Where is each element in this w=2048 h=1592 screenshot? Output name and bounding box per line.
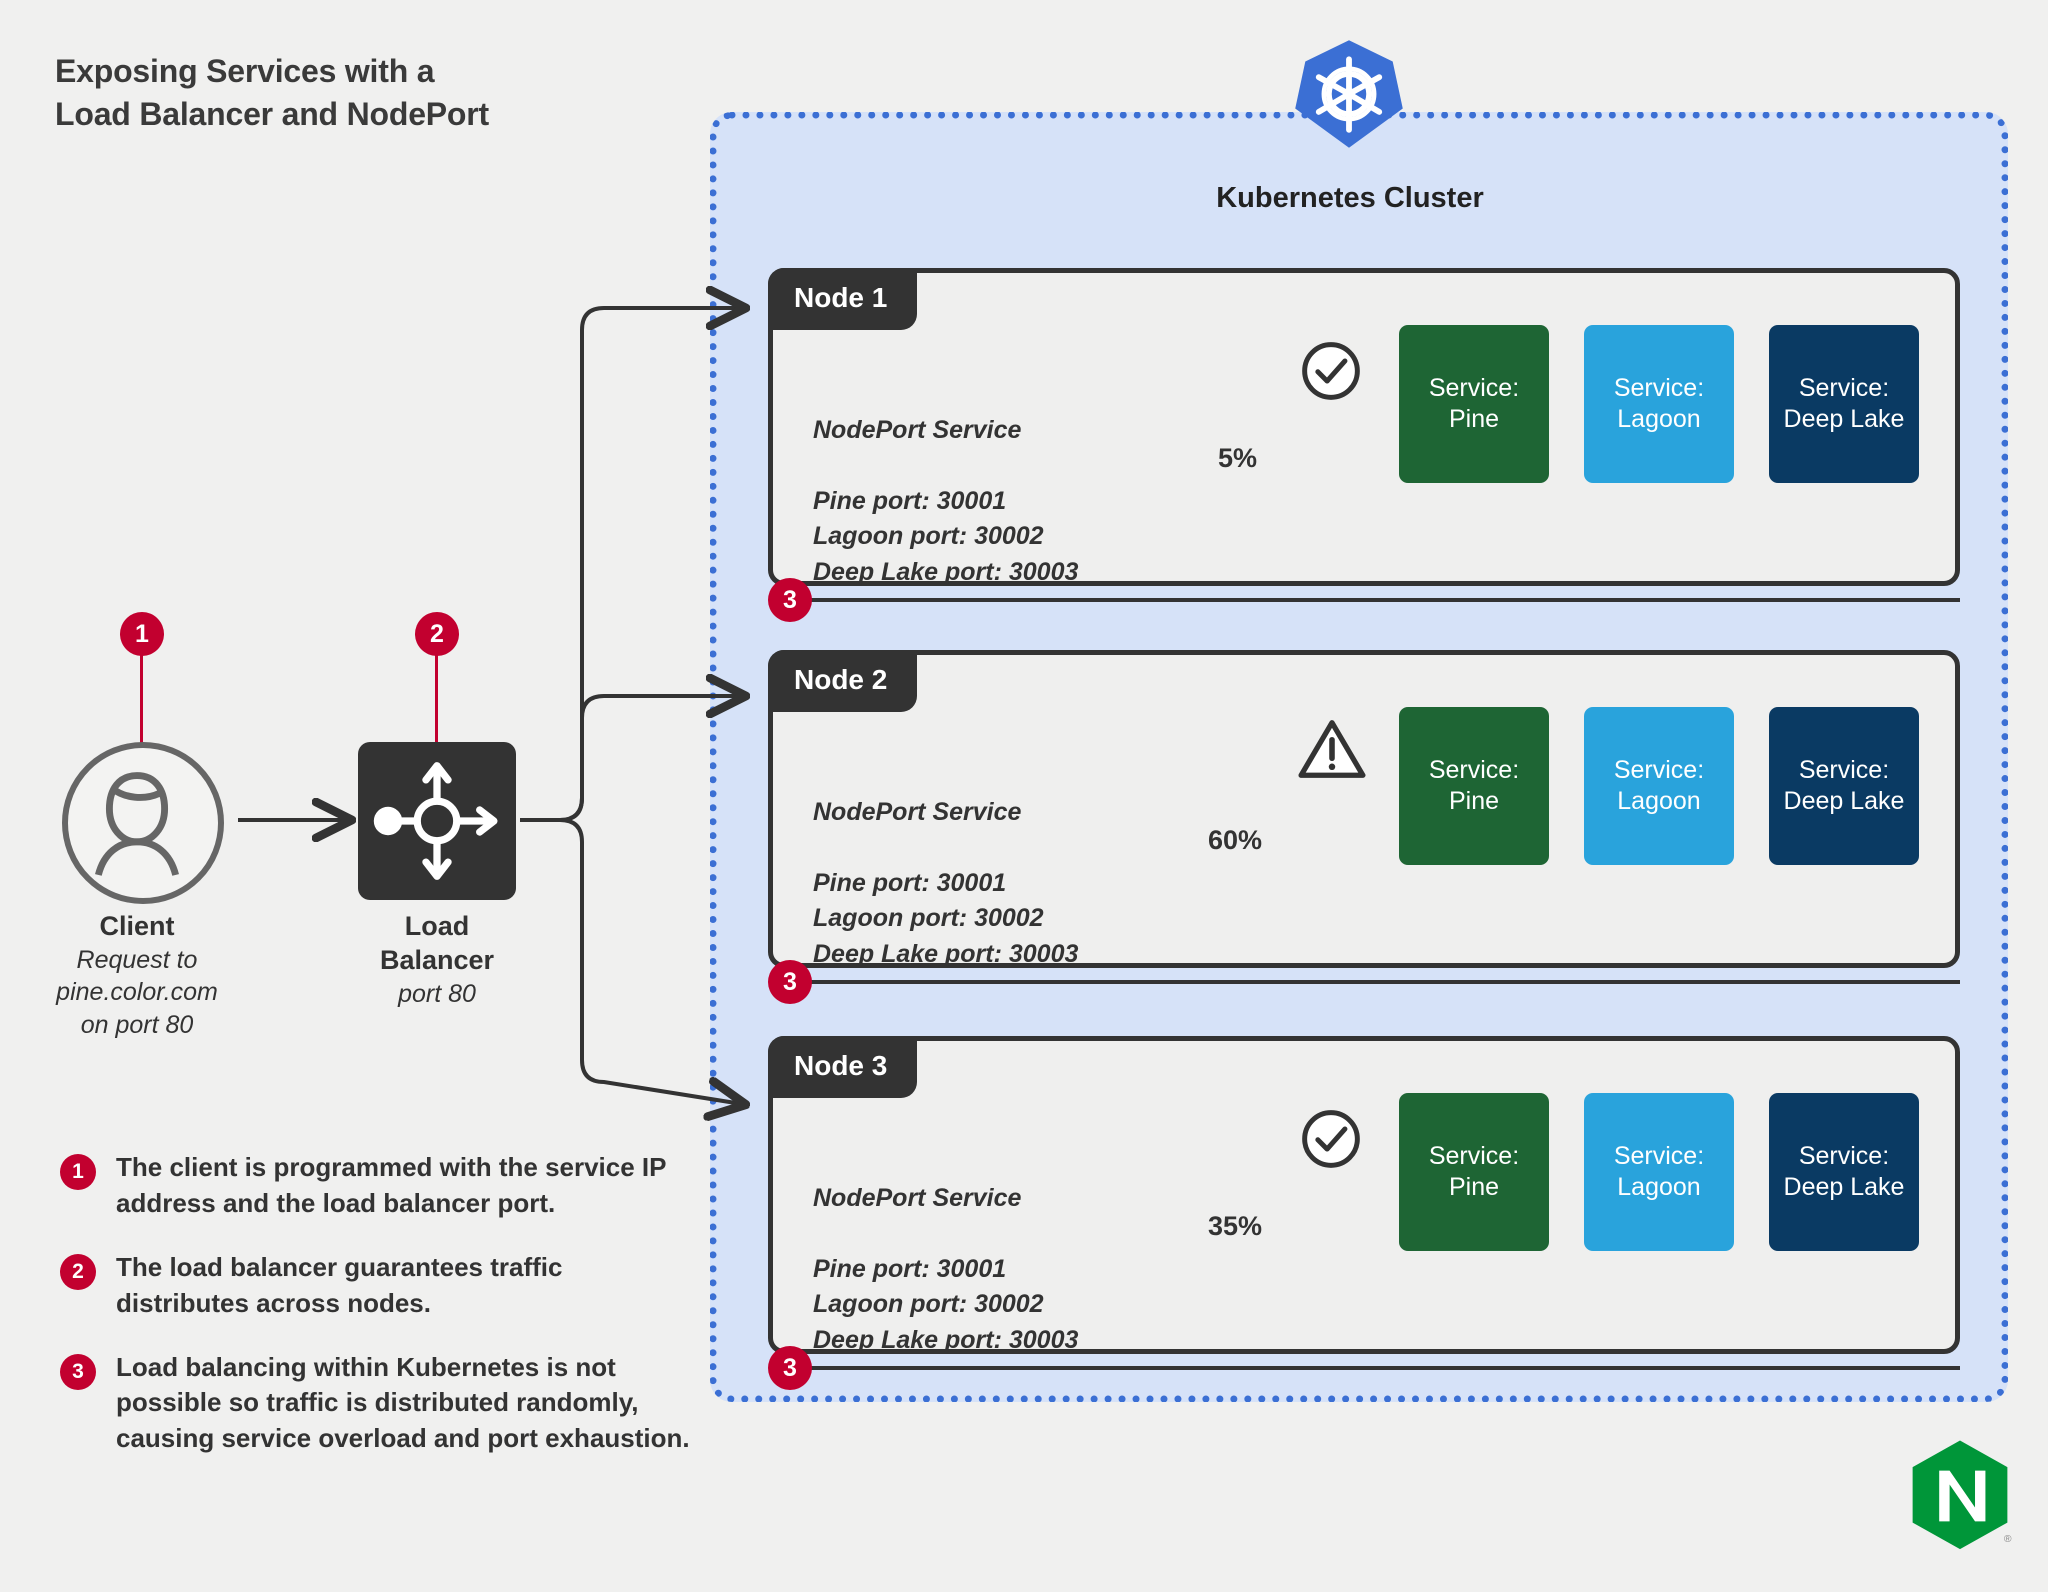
legend-item-1: 1 The client is programmed with the serv…: [60, 1150, 700, 1222]
legend: 1 The client is programmed with the serv…: [60, 1150, 700, 1485]
service-deep-lake-1: Service: Deep Lake: [1769, 325, 1919, 483]
cluster-label: Kubernetes Cluster: [1216, 182, 1484, 214]
check-circle-icon: [1300, 1108, 1362, 1170]
node-card-1: Node 1 NodePort Service Pine port: 30001…: [768, 268, 1960, 586]
client-name: Client: [99, 911, 175, 941]
legend-badge-2: 2: [60, 1253, 96, 1290]
service-row-1: Service: Pine Service: Lagoon Service: D…: [1399, 325, 1919, 483]
page-title: Exposing Services with a Load Balancer a…: [55, 53, 489, 132]
warning-triangle-icon: [1298, 718, 1366, 780]
legend-badge-3: 3: [60, 1353, 96, 1390]
nodeport-details-3: NodePort Service Pine port: 30001 Lagoon…: [813, 1145, 1078, 1394]
pin-connector-1: [140, 652, 143, 746]
step-marker-1: 1: [120, 612, 164, 656]
legend-text-3: Load balancing within Kubernetes is not …: [116, 1351, 690, 1454]
nodeport-details-1: NodePort Service Pine port: 30001 Lagoon…: [813, 377, 1078, 626]
service-row-2: Service: Pine Service: Lagoon Service: D…: [1399, 707, 1919, 865]
legend-text-1: The client is programmed with the servic…: [116, 1152, 667, 1218]
nginx-logo-icon: ®: [1908, 1438, 2012, 1554]
check-circle-icon: [1300, 340, 1362, 402]
legend-text-2: The load balancer guarantees traffic dis…: [116, 1251, 563, 1318]
step-marker-2: 2: [415, 612, 459, 656]
service-lagoon-3: Service: Lagoon: [1584, 1093, 1734, 1251]
service-lagoon-1: Service: Lagoon: [1584, 325, 1734, 483]
node-title-1: Node 1: [768, 268, 918, 330]
traffic-pct-3: 35%: [1208, 1211, 1263, 1241]
user-avatar-icon: [95, 772, 179, 876]
nodeport-ports-3: Pine port: 30001 Lagoon port: 30002 Deep…: [813, 1254, 1079, 1354]
pin-connector-2: [435, 652, 438, 746]
load-balancer-distribute-icon: [373, 762, 498, 880]
service-pine-3: Service: Pine: [1399, 1093, 1549, 1251]
step-marker-3-node1: 3: [768, 578, 812, 622]
legend-badge-1: 1: [60, 1154, 96, 1190]
load-balancer-caption: Load Balancer port 80: [312, 910, 562, 1010]
svg-text:®: ®: [2004, 1534, 2012, 1545]
service-lagoon-2: Service: Lagoon: [1584, 707, 1734, 865]
node-card-3: Node 3 NodePort Service Pine port: 30001…: [768, 1036, 1960, 1354]
legend-item-3: 3 Load balancing within Kubernetes is no…: [60, 1350, 700, 1458]
legend-item-2: 2 The load balancer guarantees traffic d…: [60, 1250, 700, 1322]
step-marker-3-node2: 3: [768, 960, 812, 1004]
nodeport-ports-1: Pine port: 30001 Lagoon port: 30002 Deep…: [813, 486, 1079, 586]
service-deep-lake-3: Service: Deep Lake: [1769, 1093, 1919, 1251]
step-marker-3-node3: 3: [768, 1346, 812, 1390]
client-node: [62, 742, 224, 904]
nodeport-title-2: NodePort Service: [813, 797, 1022, 826]
nodeport-ports-2: Pine port: 30001 Lagoon port: 30002 Deep…: [813, 868, 1079, 968]
node-title-3: Node 3: [768, 1036, 918, 1098]
client-detail: Request to pine.color.com on port 80: [56, 945, 218, 1039]
load-balancer-detail: port 80: [398, 979, 476, 1008]
load-balancer-name: Load Balancer: [379, 911, 495, 975]
service-pine-2: Service: Pine: [1399, 707, 1549, 865]
service-pine-1: Service: Pine: [1399, 325, 1549, 483]
nodeport-title-1: NodePort Service: [813, 415, 1022, 444]
service-row-3: Service: Pine Service: Lagoon Service: D…: [1399, 1093, 1919, 1251]
node-title-2: Node 2: [768, 650, 918, 712]
traffic-pct-1: 5%: [1218, 443, 1258, 473]
kubernetes-helm-icon: [1293, 38, 1405, 150]
client-caption: Client Request to pine.color.com on port…: [12, 910, 262, 1041]
nodeport-details-2: NodePort Service Pine port: 30001 Lagoon…: [813, 759, 1078, 1008]
node-card-2: Node 2 NodePort Service Pine port: 30001…: [768, 650, 1960, 968]
nodeport-title-3: NodePort Service: [813, 1183, 1022, 1212]
load-balancer-node: [358, 742, 516, 900]
traffic-pct-2: 60%: [1208, 825, 1263, 855]
service-deep-lake-2: Service: Deep Lake: [1769, 707, 1919, 865]
